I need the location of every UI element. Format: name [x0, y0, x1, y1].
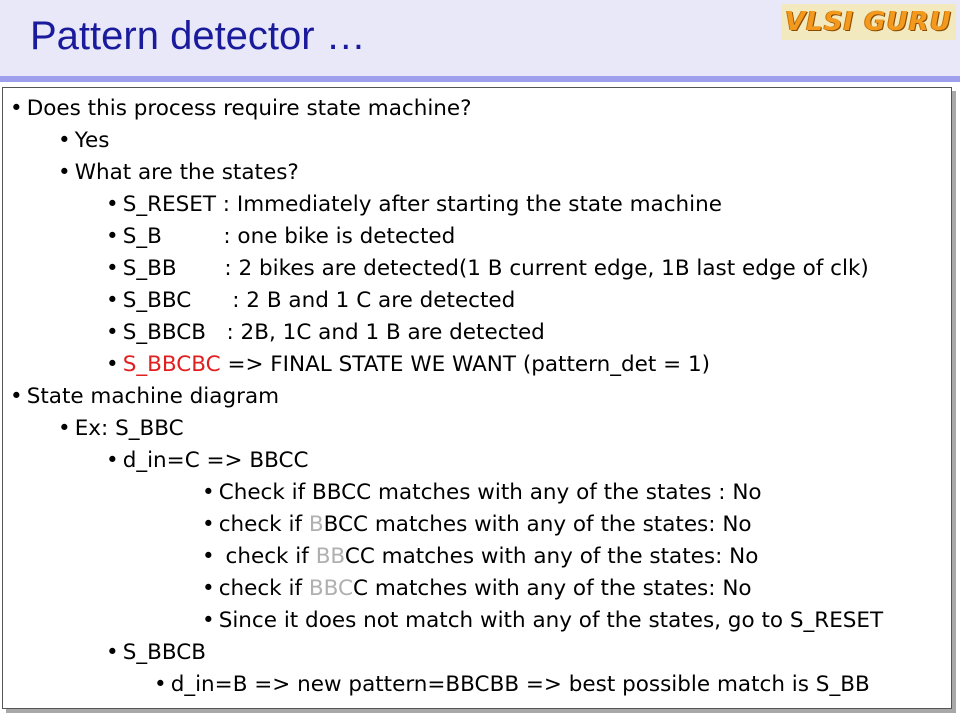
bullet-dot: • — [10, 96, 23, 121]
bullet-dot: • — [106, 256, 119, 281]
faded-chars: B — [308, 512, 324, 537]
bullet-line-3: •S_RESET : Immediately after starting th… — [106, 189, 722, 221]
line-text: S_RESET : Immediately after starting the… — [122, 192, 722, 217]
line-text: Ex: S_BBC — [74, 416, 184, 441]
bullet-line-7: •S_BBCB : 2B, 1C and 1 B are detected — [106, 317, 545, 349]
bullet-line-10: •Ex: S_BBC — [58, 413, 184, 445]
line-text: d_in=B => new pattern=BBCBB => best poss… — [170, 672, 870, 697]
bullet-dot: • — [106, 320, 119, 345]
line-prefix: check if — [218, 544, 316, 569]
line-text: S_B : one bike is detected — [122, 224, 456, 249]
line-text: S_BBCB — [122, 640, 206, 665]
line-text: State machine diagram — [26, 384, 280, 409]
line-text: S_BB : 2 bikes are detected(1 B current … — [122, 256, 869, 281]
line-text: CC matches with any of the states: No — [344, 544, 759, 569]
bullet-line-2: •What are the states? — [58, 157, 299, 189]
bullet-dot: • — [58, 416, 71, 441]
bullet-dot: • — [106, 288, 119, 313]
bullet-dot: • — [202, 576, 215, 601]
line-text: Since it does not match with any of the … — [218, 608, 884, 633]
line-text: Does this process require state machine? — [26, 96, 472, 121]
bullet-dot: • — [202, 608, 215, 633]
bullet-dot: • — [58, 160, 71, 185]
line-prefix: check if — [218, 512, 309, 537]
bullet-line-4: •S_B : one bike is detected — [106, 221, 455, 253]
line-text: S_BBC : 2 B and 1 C are detected — [122, 288, 516, 313]
bullet-line-6: •S_BBC : 2 B and 1 C are detected — [106, 285, 515, 317]
bullet-dot: • — [202, 480, 215, 505]
header-divider — [0, 76, 960, 82]
bullet-line-16: •Since it does not match with any of the… — [202, 605, 883, 637]
highlighted-state: S_BBCBC — [122, 352, 221, 377]
bullet-dot: • — [106, 192, 119, 217]
bullet-line-13: •check if BBCC matches with any of the s… — [202, 509, 752, 541]
line-text: d_in=C => BBCC — [122, 448, 309, 473]
bullet-line-8: •S_BBCBC => FINAL STATE WE WANT (pattern… — [106, 349, 710, 381]
bullet-line-9: •State machine diagram — [10, 381, 279, 413]
line-text: S_BBCB : 2B, 1C and 1 B are detected — [122, 320, 545, 345]
content-box: •Does this process require state machine… — [2, 87, 952, 709]
bullet-dot: • — [202, 512, 215, 537]
bullet-dot: • — [106, 448, 119, 473]
faded-chars: BB — [315, 544, 345, 569]
line-text: C matches with any of the states: No — [353, 576, 752, 601]
bullet-dot: • — [202, 544, 215, 569]
bullet-line-0: •Does this process require state machine… — [10, 93, 472, 125]
bullet-line-18: •d_in=B => new pattern=BBCBB => best pos… — [154, 669, 870, 701]
bullet-dot: • — [106, 224, 119, 249]
bullet-dot: • — [58, 128, 71, 153]
bullet-dot: • — [106, 640, 119, 665]
line-text: Check if BBCC matches with any of the st… — [218, 480, 762, 505]
slide-title: Pattern detector … — [30, 14, 366, 58]
faded-chars: BBC — [308, 576, 353, 601]
bullet-line-1: •Yes — [58, 125, 109, 157]
logo-text: VLSI GURU — [785, 7, 952, 37]
bullet-line-12: •Check if BBCC matches with any of the s… — [202, 477, 762, 509]
bullet-dot: • — [10, 384, 23, 409]
bullet-line-11: •d_in=C => BBCC — [106, 445, 309, 477]
vlsi-guru-logo: VLSI GURU — [781, 4, 956, 40]
bullet-line-15: •check if BBCC matches with any of the s… — [202, 573, 752, 605]
bullet-dot: • — [106, 352, 119, 377]
line-prefix: check if — [218, 576, 309, 601]
line-text: => FINAL STATE WE WANT (pattern_det = 1) — [220, 352, 711, 377]
bullet-dot: • — [154, 672, 167, 697]
bullet-line-17: •S_BBCB — [106, 637, 206, 669]
line-text: Yes — [74, 128, 110, 153]
bullet-line-5: •S_BB : 2 bikes are detected(1 B current… — [106, 253, 869, 285]
bullet-line-14: • check if BBCC matches with any of the … — [202, 541, 758, 573]
line-text: What are the states? — [74, 160, 299, 185]
line-text: BCC matches with any of the states: No — [323, 512, 752, 537]
